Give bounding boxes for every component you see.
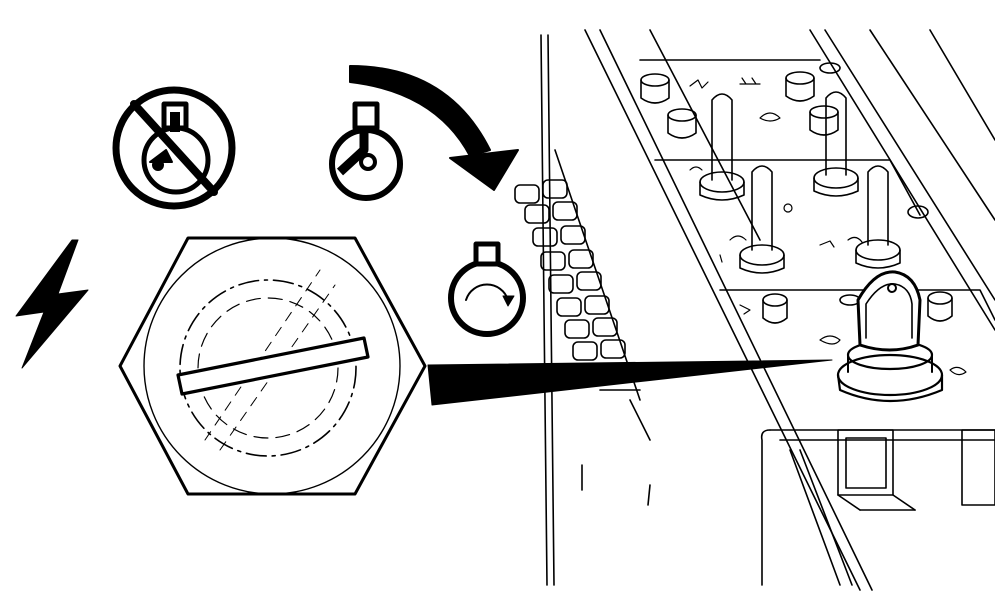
key-switch-detail-icon [118,236,427,496]
electrical-hazard-bolt-icon [15,239,89,369]
push-buttons [640,62,953,324]
toggle-levers [699,91,901,274]
engine-start-key-icon [329,101,403,201]
panel-symbols [689,77,967,376]
rotate-clockwise-arrow-icon [349,65,519,191]
engine-run-icon [448,241,526,337]
no-engine-start-icon [112,86,236,210]
rocker-switch-bank [514,149,651,506]
ignition-key-icon [856,270,922,352]
control-panel [540,29,995,591]
callout-pointer [427,359,833,406]
